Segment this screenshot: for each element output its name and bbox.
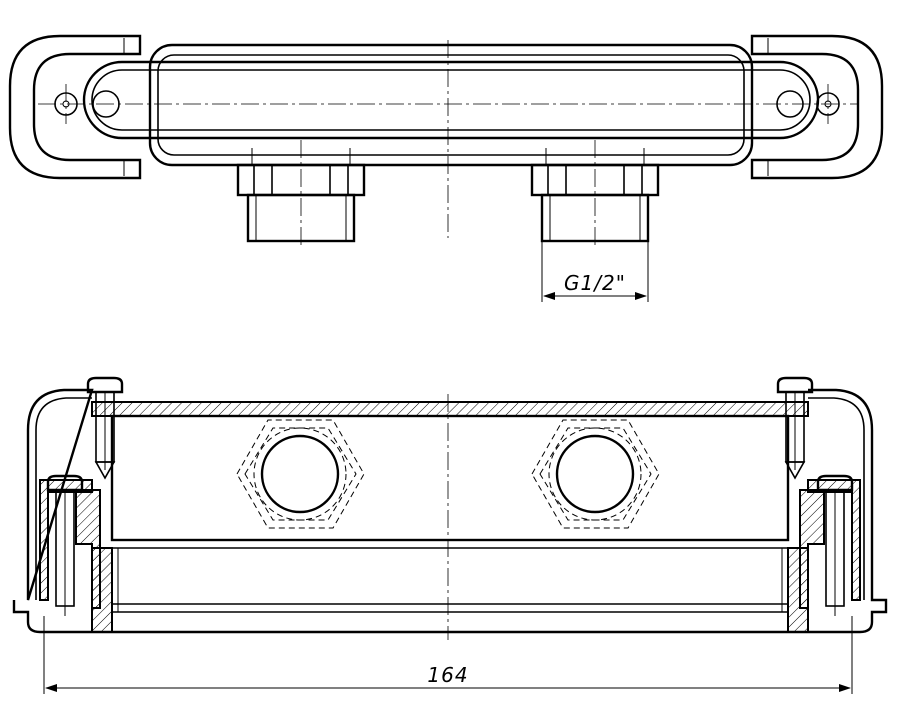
section-left-nut <box>236 419 365 529</box>
top-view: G1/2" <box>8 34 884 302</box>
top-body-outer <box>148 43 754 167</box>
section-right-nut <box>531 419 660 529</box>
top-slot-outer <box>82 60 820 140</box>
top-left-screw <box>86 376 124 480</box>
top-body-inner <box>157 54 745 156</box>
section-top-plate <box>91 401 809 417</box>
width-dimension-label: 164 <box>427 663 468 687</box>
bottom-right-screw <box>816 474 854 616</box>
width-dimension: 164 <box>43 616 853 694</box>
top-right-screw <box>776 376 814 480</box>
section-cover-outline <box>12 388 888 634</box>
top-left-fitting <box>236 140 366 248</box>
thread-dimension: G1/2" <box>541 241 649 302</box>
bottom-left-screw <box>46 474 84 616</box>
thread-dimension-label: G1/2" <box>564 271 626 295</box>
top-right-bracket <box>750 34 884 180</box>
top-right-fitting <box>530 140 660 248</box>
top-slot-inner <box>91 69 811 131</box>
top-left-bracket <box>8 34 142 180</box>
section-view: 164 <box>12 376 888 694</box>
